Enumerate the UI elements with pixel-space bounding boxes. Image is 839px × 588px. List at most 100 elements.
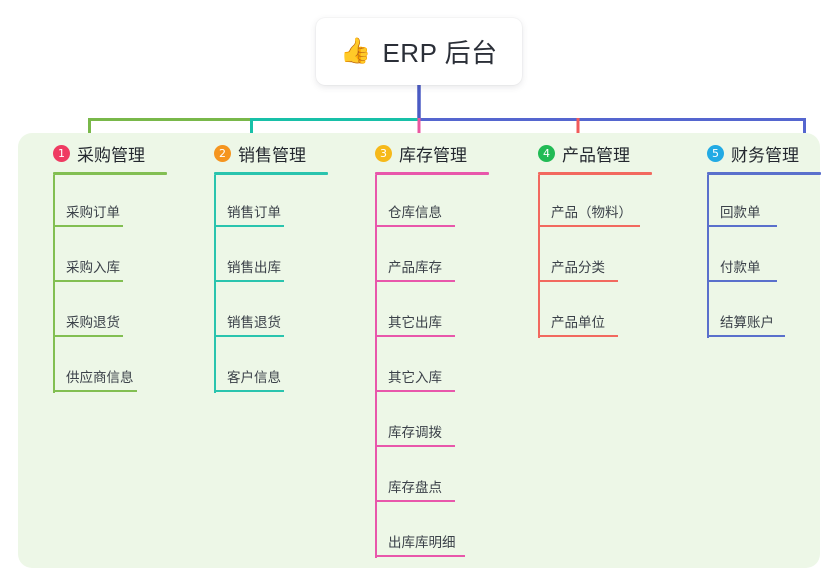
column-4: 4 产品管理产品（物料） 产品分类产品单位 <box>518 140 652 340</box>
list-item[interactable]: 产品单位 <box>518 285 652 340</box>
column-2: 2 销售管理销售订单销售出库销售退货客户信息 <box>194 140 328 395</box>
column-spine-1 <box>53 175 55 393</box>
list-item-label: 产品分类 <box>551 260 605 275</box>
column-items-2: 销售订单销售出库销售退货客户信息 <box>194 175 328 395</box>
list-item-rule <box>538 225 640 227</box>
list-item-label: 供应商信息 <box>66 370 134 385</box>
list-item[interactable]: 付款单 <box>687 230 821 285</box>
thumbs-up-icon: 👍 <box>340 37 372 65</box>
list-item-label: 产品库存 <box>388 260 442 275</box>
list-item-rule <box>707 335 785 337</box>
list-item[interactable]: 库存盘点 <box>355 450 489 505</box>
list-item-rule <box>375 390 455 392</box>
list-item[interactable]: 采购入库 <box>33 230 167 285</box>
list-item[interactable]: 其它入库 <box>355 340 489 395</box>
column-header-2[interactable]: 2 销售管理 <box>194 140 328 166</box>
column-items-1: 采购订单采购入库采购退货供应商信息 <box>33 175 167 395</box>
column-badge-1: 1 <box>53 144 70 162</box>
list-item-label: 回款单 <box>720 205 761 220</box>
list-item-label: 结算账户 <box>720 315 774 330</box>
list-item-label: 其它出库 <box>388 315 442 330</box>
list-item-rule <box>538 280 618 282</box>
list-item[interactable]: 结算账户 <box>687 285 821 340</box>
list-item-rule <box>53 335 123 337</box>
list-item-rule <box>214 280 284 282</box>
list-item[interactable]: 库存调拨 <box>355 395 489 450</box>
column-badge-4: 4 <box>538 144 555 162</box>
list-item-rule <box>214 335 284 337</box>
column-spine-2 <box>214 175 216 393</box>
list-item[interactable]: 回款单 <box>687 175 821 230</box>
mindmap-panel <box>18 133 820 568</box>
list-item-label: 其它入库 <box>388 370 442 385</box>
column-items-3: 仓库信息产品库存其它出库其它入库库存调拨库存盘点出库库明细 <box>355 175 489 560</box>
column-rule-5 <box>707 172 821 175</box>
list-item[interactable]: 产品（物料） <box>518 175 652 230</box>
column-title-1: 采购管理 <box>77 145 145 165</box>
list-item-label: 出库库明细 <box>388 535 456 550</box>
column-title-2: 销售管理 <box>238 145 306 165</box>
column-rule-2 <box>214 172 328 175</box>
column-rule-4 <box>538 172 652 175</box>
root-title: ERP 后台 <box>382 38 498 68</box>
list-item-rule <box>375 555 465 557</box>
list-item-rule <box>375 280 455 282</box>
column-rule-1 <box>53 172 167 175</box>
list-item-label: 采购订单 <box>66 205 120 220</box>
list-item[interactable]: 采购订单 <box>33 175 167 230</box>
column-badge-5: 5 <box>707 144 724 162</box>
column-1: 1 采购管理采购订单采购入库采购退货供应商信息 <box>33 140 167 395</box>
list-item-label: 产品（物料） <box>551 205 632 220</box>
column-spine-5 <box>707 175 709 338</box>
root-node[interactable]: 👍 ERP 后台 <box>316 18 522 85</box>
list-item[interactable]: 其它出库 <box>355 285 489 340</box>
list-item-label: 采购入库 <box>66 260 120 275</box>
list-item[interactable]: 仓库信息 <box>355 175 489 230</box>
list-item[interactable]: 采购退货 <box>33 285 167 340</box>
list-item[interactable]: 销售订单 <box>194 175 328 230</box>
list-item[interactable]: 供应商信息 <box>33 340 167 395</box>
list-item-rule <box>53 390 137 392</box>
list-item-label: 产品单位 <box>551 315 605 330</box>
list-item-label: 库存调拨 <box>388 425 442 440</box>
column-header-4[interactable]: 4 产品管理 <box>518 140 652 166</box>
list-item-label: 销售出库 <box>227 260 281 275</box>
list-item-label: 付款单 <box>720 260 761 275</box>
column-spine-3 <box>375 175 377 558</box>
column-badge-2: 2 <box>214 144 231 162</box>
list-item-rule <box>538 335 618 337</box>
column-title-5: 财务管理 <box>731 145 799 165</box>
list-item[interactable]: 销售出库 <box>194 230 328 285</box>
list-item[interactable]: 产品分类 <box>518 230 652 285</box>
list-item-label: 客户信息 <box>227 370 281 385</box>
list-item-rule <box>214 225 284 227</box>
list-item-label: 仓库信息 <box>388 205 442 220</box>
list-item[interactable]: 产品库存 <box>355 230 489 285</box>
list-item-label: 库存盘点 <box>388 480 442 495</box>
list-item-rule <box>53 225 123 227</box>
column-header-1[interactable]: 1 采购管理 <box>33 140 167 166</box>
column-title-3: 库存管理 <box>399 145 467 165</box>
column-items-5: 回款单付款单结算账户 <box>687 175 821 340</box>
list-item-label: 销售订单 <box>227 205 281 220</box>
list-item-rule <box>214 390 284 392</box>
list-item[interactable]: 客户信息 <box>194 340 328 395</box>
list-item-label: 采购退货 <box>66 315 120 330</box>
list-item[interactable]: 出库库明细 <box>355 505 489 560</box>
list-item-rule <box>375 225 455 227</box>
column-5: 5 财务管理回款单付款单结算账户 <box>687 140 821 340</box>
column-title-4: 产品管理 <box>562 145 630 165</box>
list-item-label: 销售退货 <box>227 315 281 330</box>
list-item-rule <box>375 500 455 502</box>
list-item-rule <box>375 445 455 447</box>
list-item-rule <box>53 280 123 282</box>
list-item-rule <box>707 280 777 282</box>
list-item-rule <box>707 225 777 227</box>
list-item[interactable]: 销售退货 <box>194 285 328 340</box>
column-header-5[interactable]: 5 财务管理 <box>687 140 821 166</box>
column-rule-3 <box>375 172 489 175</box>
column-spine-4 <box>538 175 540 338</box>
